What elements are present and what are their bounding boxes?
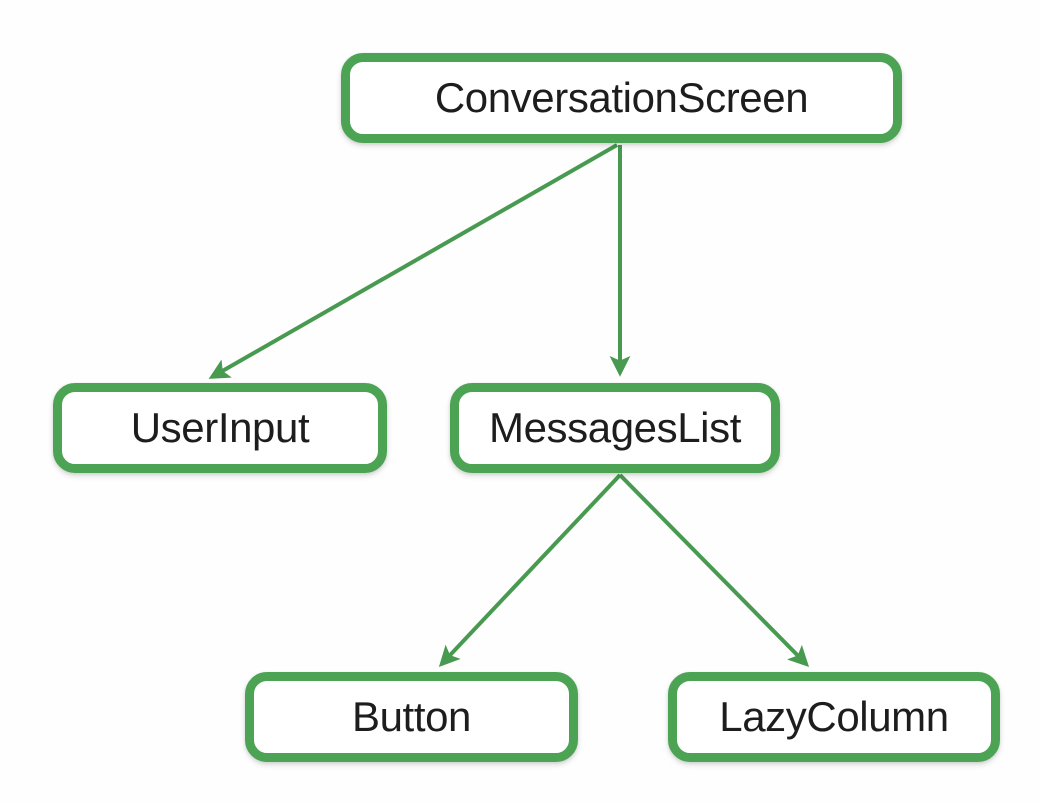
node-label-lazy-column: LazyColumn [719,693,949,740]
node-label-user-input: UserInput [130,404,310,451]
edge-conversation-to-userinput [208,143,618,379]
edge-messageslist-to-button [438,473,622,667]
edge-messageslist-to-lazycolumn [618,473,810,668]
node-button[interactable]: Button [245,672,578,762]
node-user-input[interactable]: UserInput [53,383,387,473]
node-label-messages-list: MessagesList [489,404,741,451]
node-conversation-screen[interactable]: ConversationScreen [341,53,902,143]
node-label-conversation-screen: ConversationScreen [434,74,809,121]
node-label-button: Button [351,693,472,740]
node-lazy-column[interactable]: LazyColumn [668,672,1000,762]
node-messages-list[interactable]: MessagesList [450,383,780,473]
